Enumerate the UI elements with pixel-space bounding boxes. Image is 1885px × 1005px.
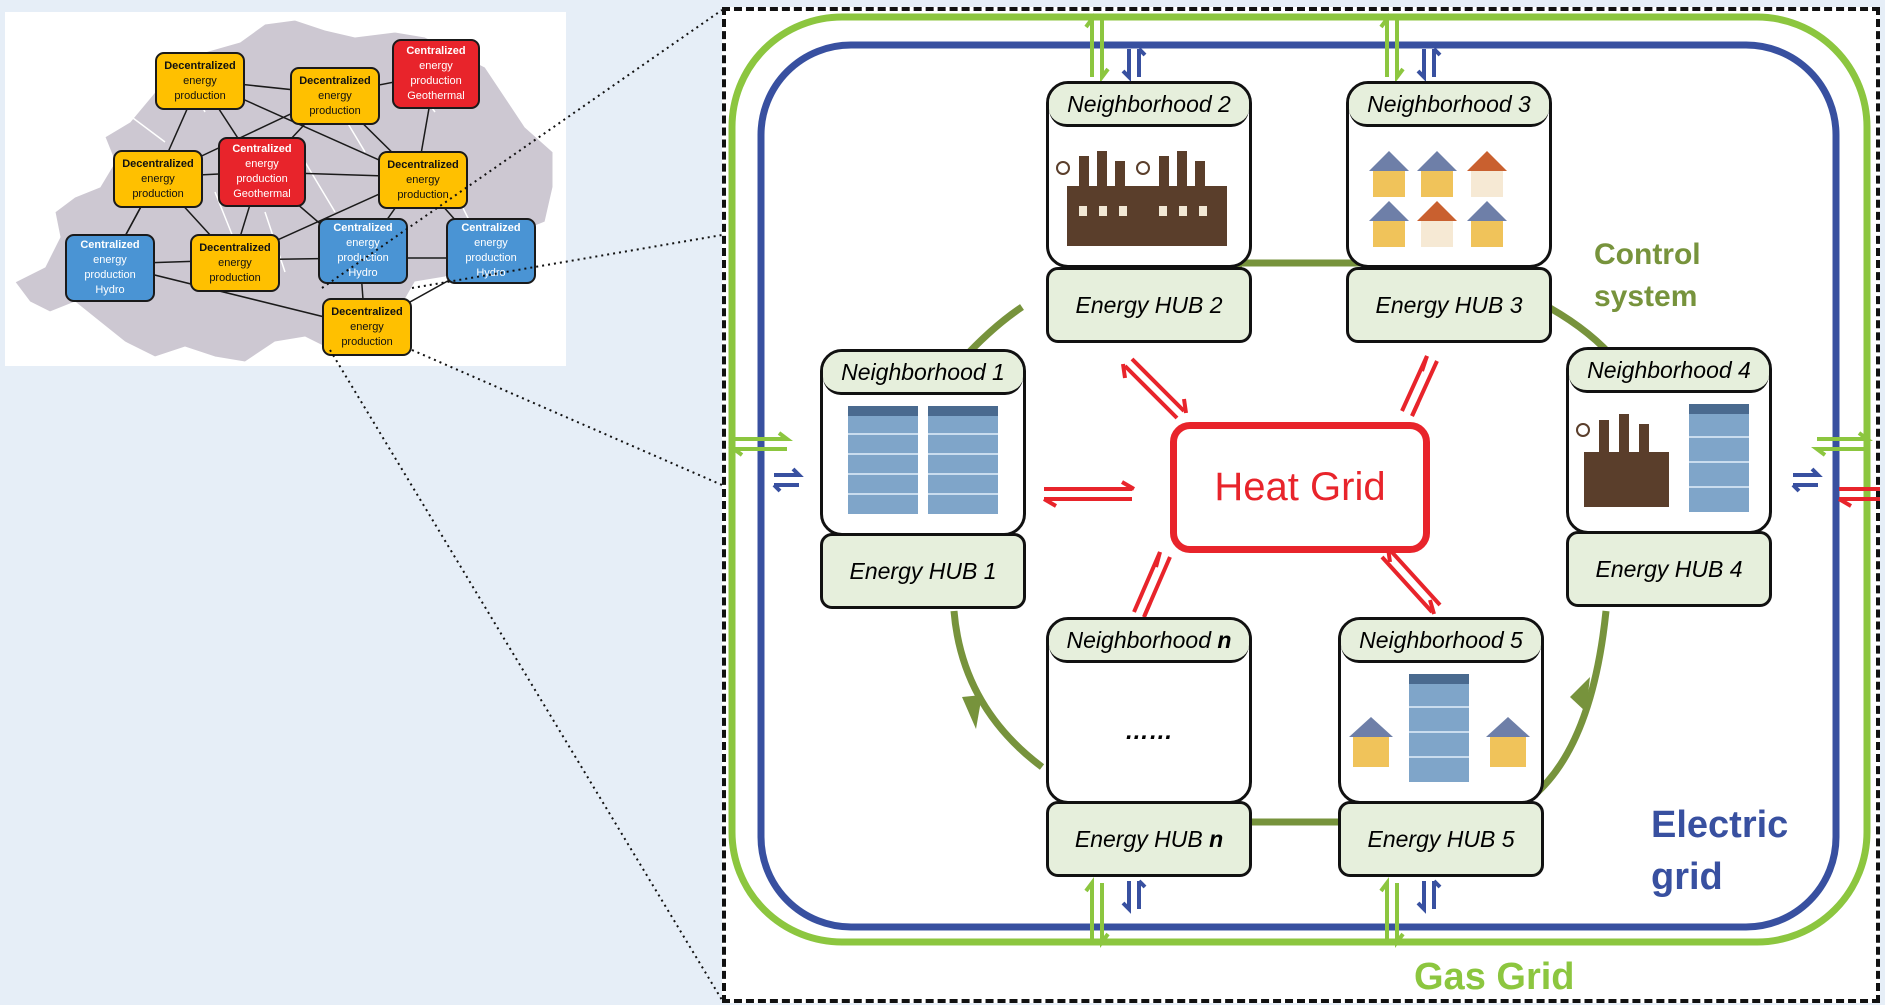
factory-and-office-icon — [1569, 392, 1769, 531]
neighborhood-1: Neighborhood 1 — [820, 349, 1026, 536]
gas-grid-label: Gas Grid — [1414, 956, 1575, 998]
control-arrowhead — [1570, 677, 1590, 712]
neighborhood-title: Neighborhood 3 — [1349, 84, 1549, 127]
energy-hub-5: Energy HUB 5 — [1338, 801, 1544, 877]
energy-hub-diagram: Neighborhood 2 Energy HUB 2 Neighborhood… — [722, 7, 1880, 1003]
heat-grid-box: Heat Grid — [1170, 422, 1430, 553]
neighborhood-title: Neighborhood 2 — [1049, 84, 1249, 127]
electric-grid-ring — [757, 41, 1840, 931]
neighborhood-5: Neighborhood 5 — [1338, 617, 1544, 804]
ellipsis-text: …… — [1125, 717, 1173, 745]
houses-icon — [1349, 126, 1549, 265]
control-arrowhead — [962, 695, 982, 729]
control-system-label: Control system — [1594, 238, 1701, 313]
energy-hub-n: Energy HUB n — [1046, 801, 1252, 877]
neighborhood-title: Neighborhood n — [1049, 620, 1249, 663]
neighborhood-n: Neighborhood n …… — [1046, 617, 1252, 804]
gas-grid-ring — [728, 13, 1871, 946]
house — [1369, 151, 1507, 247]
energy-hub-3: Energy HUB 3 — [1346, 267, 1552, 343]
electric-grid-label: Electric grid — [1651, 804, 1789, 898]
houses-and-office-icon — [1341, 662, 1541, 801]
gas-exchange-arrows — [728, 13, 1873, 948]
neighborhood-title: Neighborhood 5 — [1341, 620, 1541, 663]
energy-hub-4: Energy HUB 4 — [1566, 531, 1772, 607]
factories-icon — [1049, 126, 1249, 265]
electric-exchange-arrows — [772, 47, 1823, 914]
neighborhood-4: Neighborhood 4 — [1566, 347, 1772, 534]
office-buildings-icon — [823, 394, 1023, 533]
energy-hub-1: Energy HUB 1 — [820, 533, 1026, 609]
neighborhood-2: Neighborhood 2 — [1046, 81, 1252, 268]
heat-exchange-arrows — [1042, 355, 1880, 618]
neighborhood-title: Neighborhood 4 — [1569, 350, 1769, 393]
energy-hub-2: Energy HUB 2 — [1046, 267, 1252, 343]
neighborhood-title: Neighborhood 1 — [823, 352, 1023, 395]
neighborhood-3: Neighborhood 3 — [1346, 81, 1552, 268]
